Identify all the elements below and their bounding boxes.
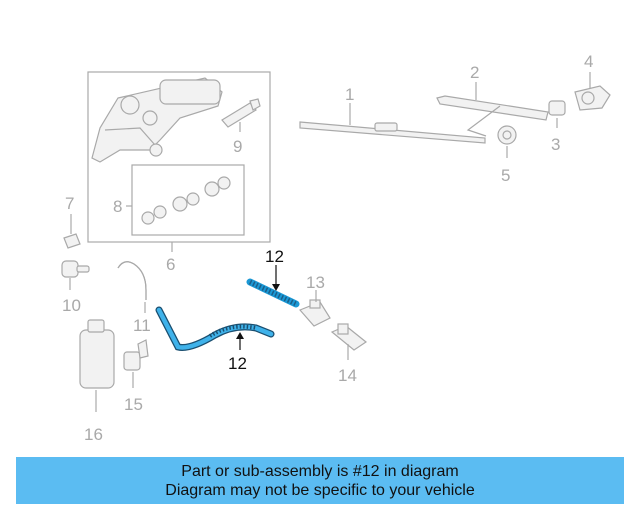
callout-11: 11 [133,316,151,335]
part-4-cap [574,85,611,111]
part-5-bushing [497,125,517,145]
part-10-nozzle [61,260,90,278]
part-12-hose-upper [246,278,300,308]
parts-diagram: 9 8 6 1 2 3 4 5 [61,52,611,444]
callout-5: 5 [501,166,510,185]
callout-9: 9 [233,137,242,156]
callout-12-bottom: 12 [228,354,247,373]
callout-8: 8 [113,197,122,216]
banner-line-2: Diagram may not be specific to your vehi… [165,482,475,499]
grommet-set-box [131,164,245,236]
part-8-grommets [141,176,231,225]
callout-13: 13 [306,273,325,292]
info-banner: Part or sub-assembly is #12 in diagram D… [16,457,624,504]
callout-14: 14 [338,366,357,385]
callout-1: 1 [345,85,354,104]
motor-assembly-box [87,71,271,243]
wiper-motor [91,77,223,163]
part-9-bolt [221,98,261,128]
part-15-pump [123,339,149,371]
part-7-clip [63,233,81,249]
callout-2: 2 [470,63,479,82]
part-3-nut [548,100,566,116]
callout-3: 3 [551,135,560,154]
callout-4: 4 [584,52,593,71]
callout-7: 7 [65,194,74,213]
part-16-reservoir [79,319,115,389]
part-14-connector [330,323,368,351]
callout-10: 10 [62,296,81,315]
banner-line-1: Part or sub-assembly is #12 in diagram [181,463,459,480]
callout-15: 15 [124,395,143,414]
callout-16: 16 [84,425,103,444]
part-11-elbow-hose [117,261,147,300]
callout-6: 6 [166,255,175,274]
part-1-wiper-blade [299,121,486,144]
part-2-wiper-arm [436,95,549,137]
part-12-hose-lower [155,306,275,351]
callout-12-top: 12 [265,247,284,266]
part-13-tee [298,299,331,327]
